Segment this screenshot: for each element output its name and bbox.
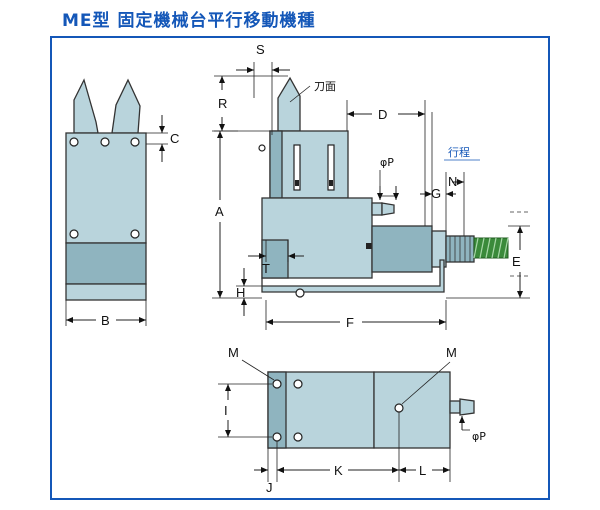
dim-label-s: S xyxy=(256,42,265,57)
side-upper-block xyxy=(269,130,349,199)
dim-label-g: G xyxy=(431,186,441,201)
top-hole xyxy=(272,379,282,389)
front-right-jaw xyxy=(111,78,141,134)
front-hole xyxy=(130,229,140,239)
dim-label-t: T xyxy=(262,261,270,276)
diagram-frame xyxy=(50,36,550,500)
side-slot xyxy=(293,144,301,191)
dim-label-l: L xyxy=(419,463,426,478)
front-hole xyxy=(100,137,110,147)
top-view: M M I φP J K L xyxy=(218,345,486,495)
m-label-left: M xyxy=(228,345,239,360)
dim-label-c: C xyxy=(170,131,179,146)
m-label-right: M xyxy=(446,345,457,360)
front-view: C B xyxy=(65,78,179,328)
dim-label-b: B xyxy=(101,313,110,328)
phi-p-label-bottom: φP xyxy=(472,430,486,443)
top-hole xyxy=(272,432,282,442)
blade-face-label: 刀面 xyxy=(314,80,336,93)
dim-label-d: D xyxy=(378,107,387,122)
front-hole xyxy=(130,137,140,147)
side-view: S R 刀面 D 行程 φP G N xyxy=(212,42,530,330)
dim-label-j: J xyxy=(266,480,273,495)
side-slot xyxy=(327,144,335,191)
dim-label-e: E xyxy=(512,254,521,269)
dim-label-i: I xyxy=(224,403,228,418)
dim-label-h: H xyxy=(236,285,245,300)
stroke-label: 行程 xyxy=(448,146,470,159)
top-hole xyxy=(394,403,404,413)
front-base xyxy=(65,283,147,301)
dim-label-f: F xyxy=(346,315,354,330)
front-left-jaw xyxy=(73,78,99,134)
side-grease-fitting xyxy=(371,202,383,216)
dim-label-r: R xyxy=(218,96,227,111)
page-title: ME型 固定機械台平行移動機種 xyxy=(62,11,316,31)
top-grease-fitting xyxy=(449,400,461,414)
top-cylinder xyxy=(373,371,451,449)
front-body xyxy=(65,132,147,244)
top-hole xyxy=(293,432,303,442)
side-pin xyxy=(258,144,266,152)
top-hole xyxy=(293,379,303,389)
phi-p-label-top: φP xyxy=(380,156,394,169)
side-blade xyxy=(277,76,301,132)
front-hole xyxy=(69,229,79,239)
dim-label-k: K xyxy=(334,463,343,478)
side-bracket xyxy=(261,259,445,293)
front-hole xyxy=(69,137,79,147)
side-hose xyxy=(473,237,509,259)
side-cylinder xyxy=(371,225,433,273)
front-lower-body xyxy=(65,242,147,285)
dim-label-n: N xyxy=(448,174,457,189)
dim-label-a: A xyxy=(215,204,224,219)
